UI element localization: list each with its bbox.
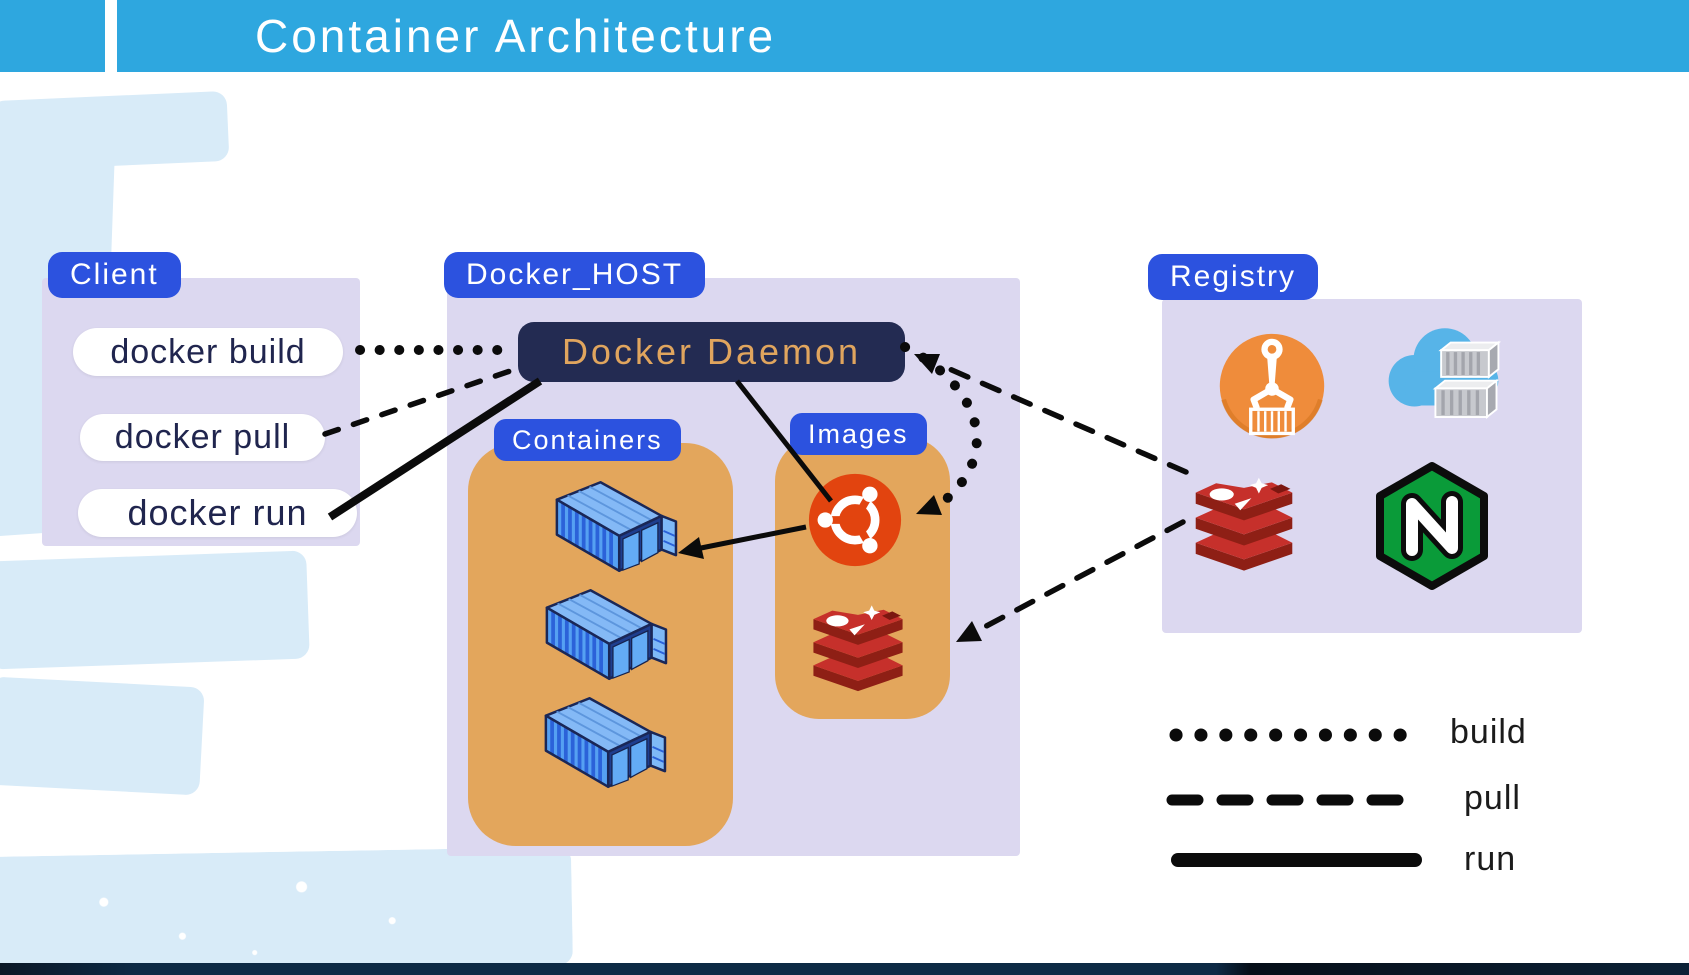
page-title: Container Architecture (255, 10, 777, 62)
container-icon (527, 692, 667, 798)
container-icon (528, 584, 668, 690)
docker-crane-icon (1214, 330, 1330, 446)
legend-label-build: build (1450, 713, 1527, 751)
decor-brush-blob (0, 676, 205, 796)
nginx-registry-icon (1370, 458, 1494, 594)
header-bar (117, 0, 1689, 72)
redis-registry-icon (1188, 474, 1300, 578)
ubuntu-image-icon (807, 472, 903, 568)
docker-build-command: docker build (73, 328, 343, 376)
decor-brush-blob (0, 550, 310, 670)
docker-daemon-box: Docker Daemon (518, 322, 905, 382)
cloud-registry-icon (1368, 312, 1520, 438)
container-icon (538, 476, 678, 582)
registry-label: Registry (1148, 254, 1319, 300)
decor-brush-blob (0, 846, 573, 975)
images-label: Images (790, 413, 927, 455)
docker-host-label: Docker_HOST (444, 252, 706, 298)
header-accent-square (0, 0, 105, 72)
legend-label-run: run (1464, 840, 1517, 878)
client-label: Client (48, 252, 181, 298)
docker-pull-command: docker pull (80, 414, 325, 461)
bottom-edge-bar (0, 963, 1689, 975)
docker-run-command: docker run (78, 489, 357, 537)
redis-image-icon (806, 602, 910, 698)
containers-label: Containers (494, 419, 681, 461)
legend-label-pull: pull (1464, 779, 1521, 817)
